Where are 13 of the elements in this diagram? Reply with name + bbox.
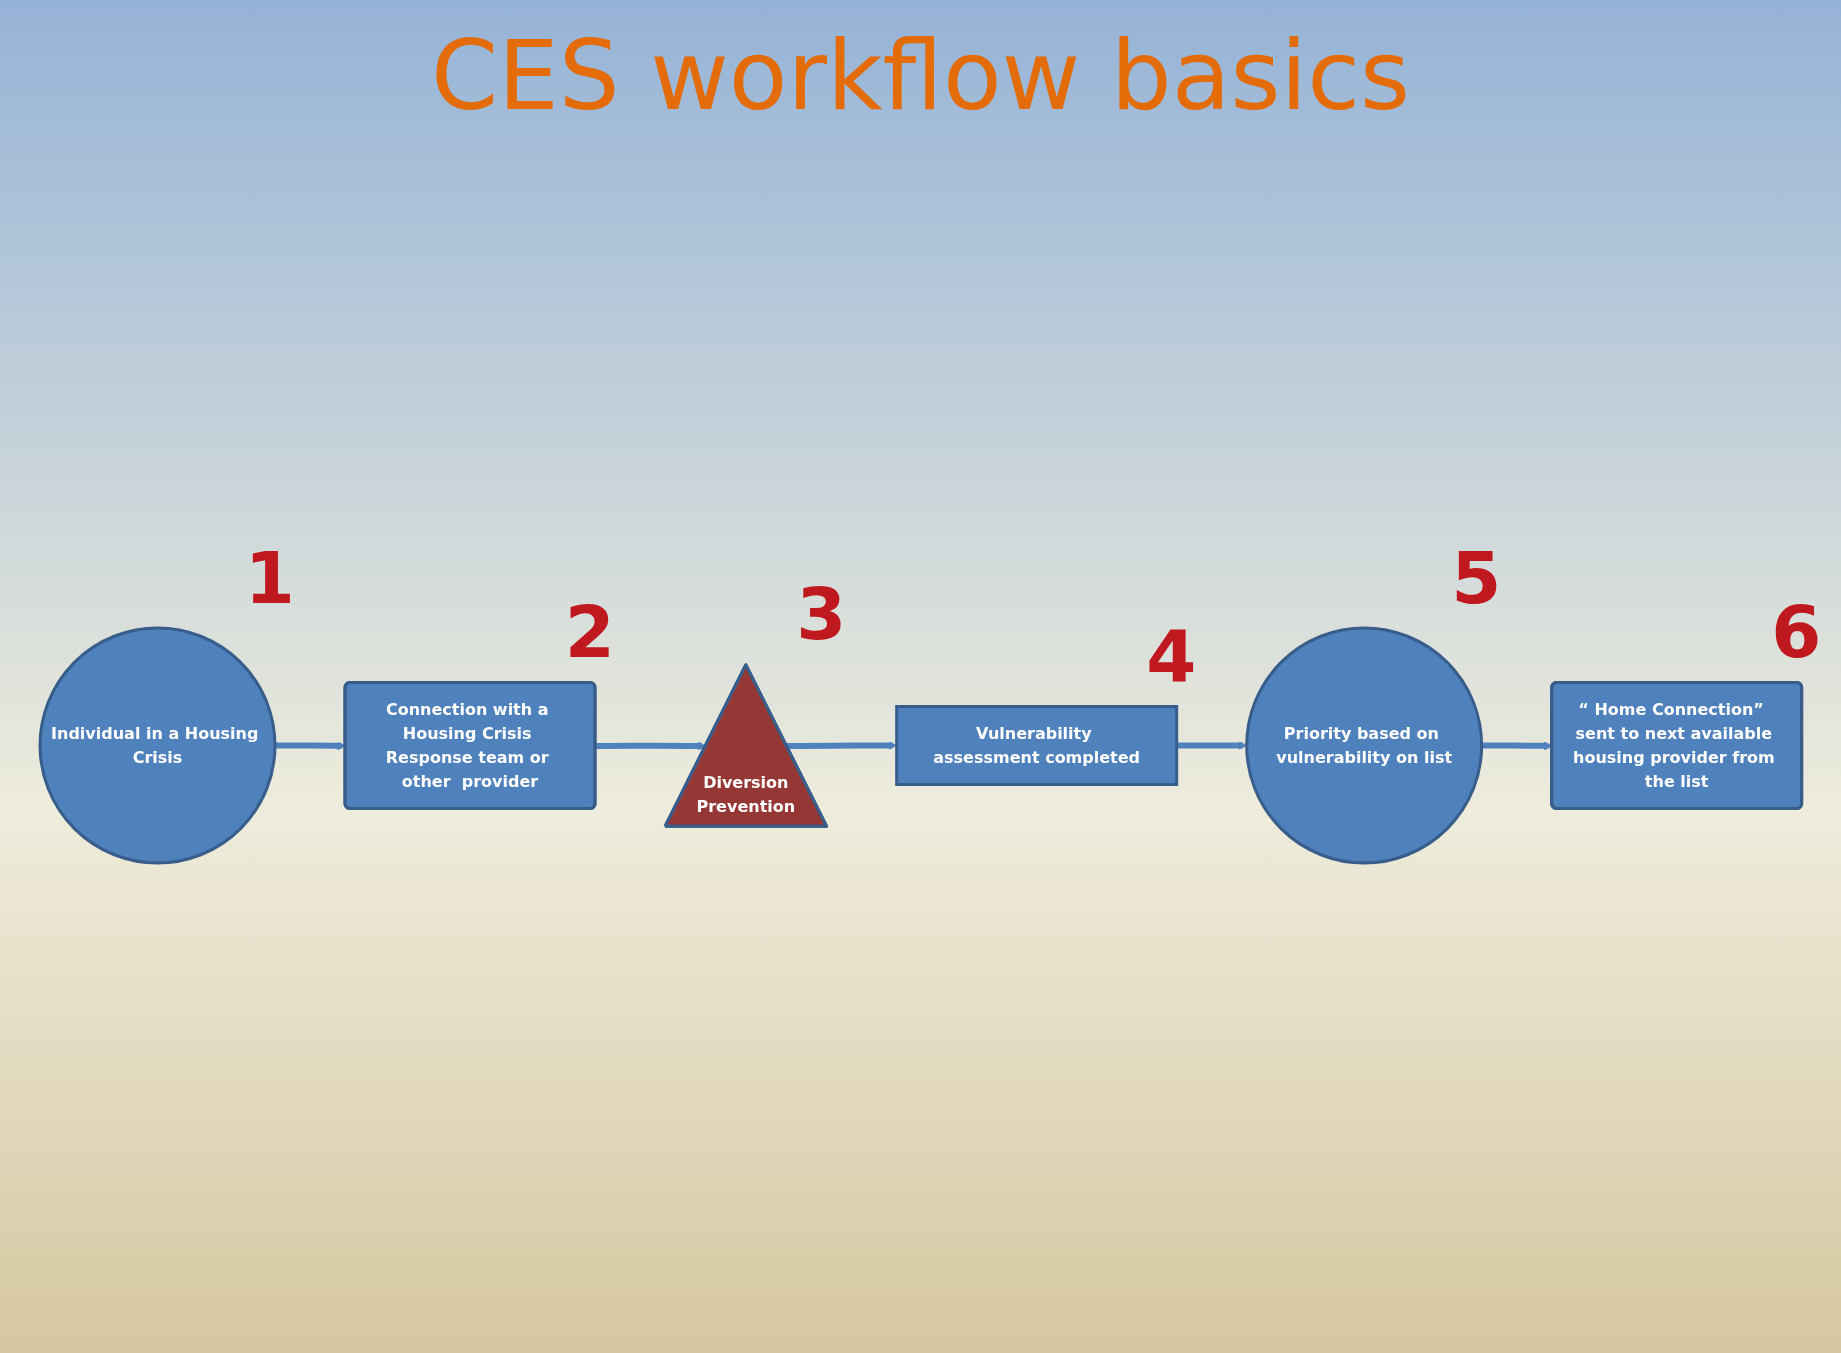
step-number: 2 [564,592,615,672]
step-number: 4 [1146,616,1197,696]
step-number: 6 [1771,592,1822,672]
step-number: 3 [796,574,847,655]
title: CES workflow basics [430,20,1411,132]
step-number: 1 [244,537,295,618]
arrow [595,741,706,750]
step-number: 5 [1451,537,1502,618]
node-circle: Individual in a Housing Crisis [38,626,277,864]
node-circle: Priority based on vulnerability on list [1244,626,1483,864]
node-box: Vulnerability assessment completed [894,704,1178,786]
arrow [1176,740,1247,750]
arrow [786,740,897,750]
